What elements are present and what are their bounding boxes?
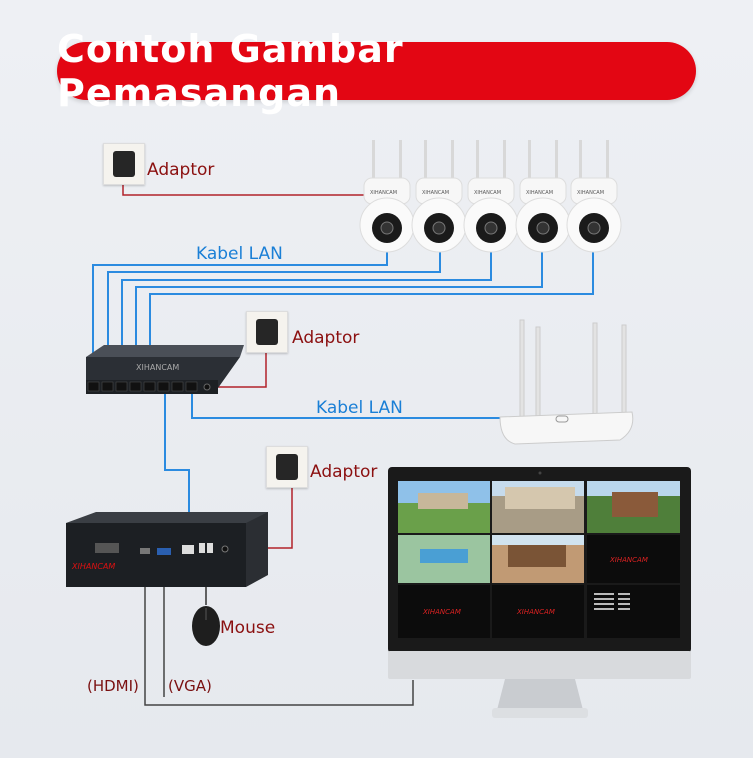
lan-cable-router xyxy=(191,385,500,419)
monitor-screen: XIHANCAM XIHANCAM XIHANCAM xyxy=(398,481,680,638)
screen-tile-brand-3: XIHANCAM xyxy=(516,608,555,616)
lan-cable-cam1 xyxy=(92,245,388,385)
page-title: Contoh Gambar Pemasangan xyxy=(57,27,404,115)
adaptor-switch xyxy=(246,311,288,353)
camera-4: XIHANCAM xyxy=(515,140,571,253)
adaptor-nvr xyxy=(266,446,308,488)
screen-tile-brand-1: XIHANCAM xyxy=(609,556,648,564)
screen-status-dots xyxy=(594,593,630,610)
hdmi-cable xyxy=(144,553,414,706)
adaptor-label-1: Adaptor xyxy=(147,160,215,180)
power-cable-cameras xyxy=(122,178,372,196)
adaptor-label-3: Adaptor xyxy=(310,462,378,482)
lan-cable-cam4 xyxy=(135,245,543,385)
power-cable-switch xyxy=(212,346,267,388)
svg-text:XIHANCAM: XIHANCAM xyxy=(474,190,501,196)
vga-label: (VGA) xyxy=(168,677,212,695)
camera-5: XIHANCAM xyxy=(566,140,622,253)
cameras: XIHANCAM XIHANCAM XIHANCAM xyxy=(359,140,622,253)
lan-cable-cam3 xyxy=(121,245,492,385)
svg-text:XIHANCAM: XIHANCAM xyxy=(526,190,553,196)
network-switch: XIHANCAM xyxy=(86,345,244,394)
adaptor-label-2: Adaptor xyxy=(292,328,360,348)
lan-cable-cam2 xyxy=(107,245,441,385)
lan-cables-cameras xyxy=(92,245,594,385)
nvr-recorder: XIHANCAM xyxy=(66,512,268,587)
monitor: XIHANCAM XIHANCAM XIHANCAM xyxy=(388,467,691,718)
adaptor-cameras xyxy=(103,143,145,185)
lan-cable-nvr xyxy=(164,390,190,548)
switch-brand: XIHANCAM xyxy=(136,363,179,372)
screen-tile-brand-2: XIHANCAM xyxy=(422,608,461,616)
lan-cable-cam5 xyxy=(149,245,594,385)
camera-2: XIHANCAM xyxy=(411,140,467,253)
camera-1: XIHANCAM xyxy=(359,140,415,253)
nvr-brand: XIHANCAM xyxy=(71,562,115,571)
mouse-device xyxy=(192,606,220,646)
hdmi-label: (HDMI) xyxy=(87,677,139,695)
lan-label-router: Kabel LAN xyxy=(316,398,403,418)
svg-text:XIHANCAM: XIHANCAM xyxy=(422,190,449,196)
wifi-router xyxy=(499,319,634,445)
svg-text:XIHANCAM: XIHANCAM xyxy=(370,190,397,196)
mouse-label: Mouse xyxy=(220,618,276,638)
svg-text:XIHANCAM: XIHANCAM xyxy=(577,190,604,196)
lan-label-cameras: Kabel LAN xyxy=(196,244,283,264)
title-banner: Contoh Gambar Pemasangan xyxy=(57,27,696,115)
camera-3: XIHANCAM xyxy=(463,140,519,253)
